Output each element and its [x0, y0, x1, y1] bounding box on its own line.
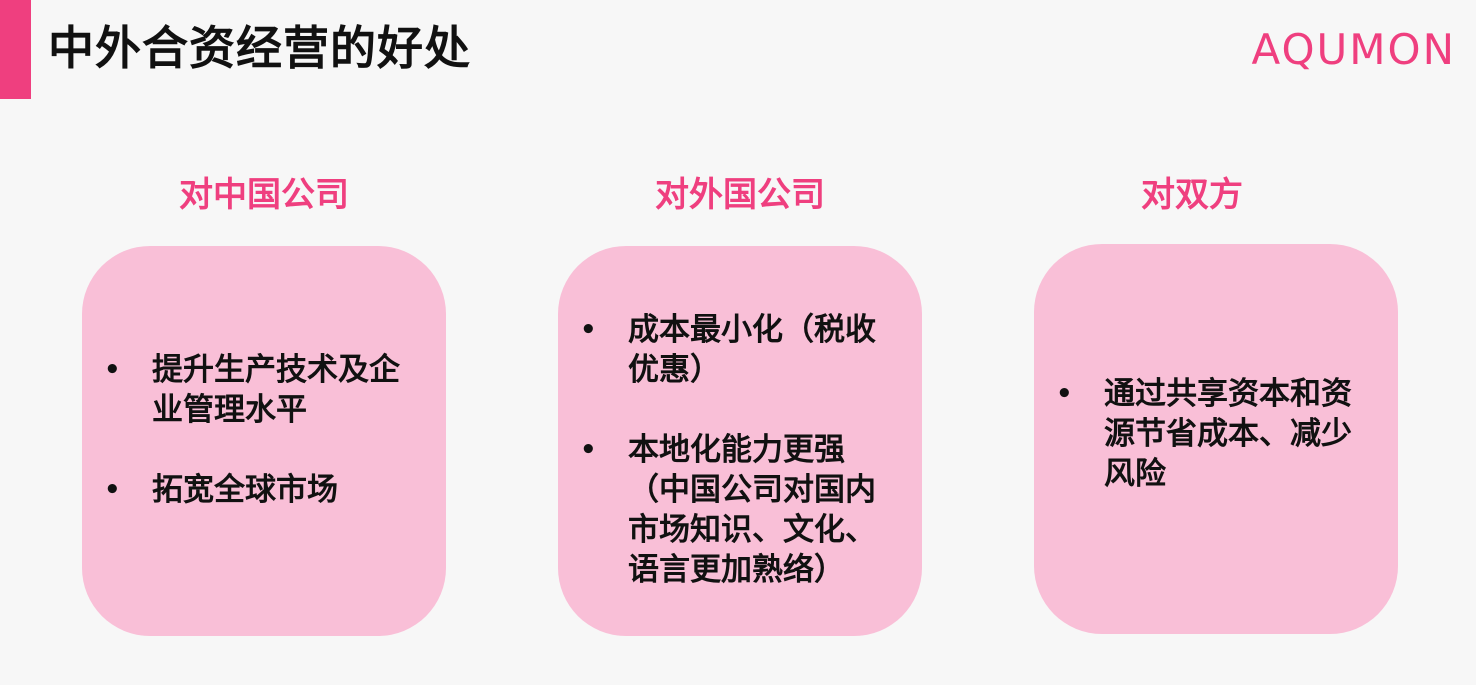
column-heading-chinese-company: 对中国公司: [179, 175, 349, 215]
brand-logo: AQUMON: [1251, 25, 1456, 74]
card-both-parties: • 通过共享资本和资源节省成本、减少风险: [1034, 244, 1398, 634]
bullet-dot-icon: •: [104, 475, 121, 505]
bullet-dot-icon: •: [1056, 379, 1073, 409]
card-chinese-company: • 提升生产技术及企业管理水平 • 拓宽全球市场: [82, 246, 446, 636]
bullet-list: • 提升生产技术及企业管理水平 • 拓宽全球市场: [82, 350, 446, 510]
bullet-text: 本地化能力更强（中国公司对国内市场知识、文化、语言更加熟络）: [628, 432, 876, 588]
bullet-item: • 本地化能力更强（中国公司对国内市场知识、文化、语言更加熟络）: [558, 430, 922, 590]
bullet-dot-icon: •: [104, 355, 121, 385]
card-foreign-company: • 成本最小化（税收优惠） • 本地化能力更强（中国公司对国内市场知识、文化、语…: [558, 246, 922, 636]
bullet-item: • 成本最小化（税收优惠）: [558, 310, 922, 390]
column-heading-both-parties: 对双方: [1141, 175, 1243, 215]
bullet-item: • 拓宽全球市场: [82, 470, 446, 510]
bullet-text: 通过共享资本和资源节省成本、减少风险: [1104, 376, 1352, 492]
bullet-text: 提升生产技术及企业管理水平: [152, 352, 400, 428]
bullet-text: 拓宽全球市场: [152, 472, 338, 508]
bullet-dot-icon: •: [580, 435, 597, 465]
bullet-list: • 成本最小化（税收优惠） • 本地化能力更强（中国公司对国内市场知识、文化、语…: [558, 310, 922, 590]
bullet-dot-icon: •: [580, 315, 597, 345]
title-accent-bar: [0, 0, 31, 99]
column-heading-foreign-company: 对外国公司: [655, 175, 825, 215]
slide-title: 中外合资经营的好处: [48, 21, 471, 75]
bullet-item: • 通过共享资本和资源节省成本、减少风险: [1034, 374, 1398, 494]
bullet-text: 成本最小化（税收优惠）: [628, 312, 876, 388]
bullet-list: • 通过共享资本和资源节省成本、减少风险: [1034, 374, 1398, 494]
bullet-item: • 提升生产技术及企业管理水平: [82, 350, 446, 430]
